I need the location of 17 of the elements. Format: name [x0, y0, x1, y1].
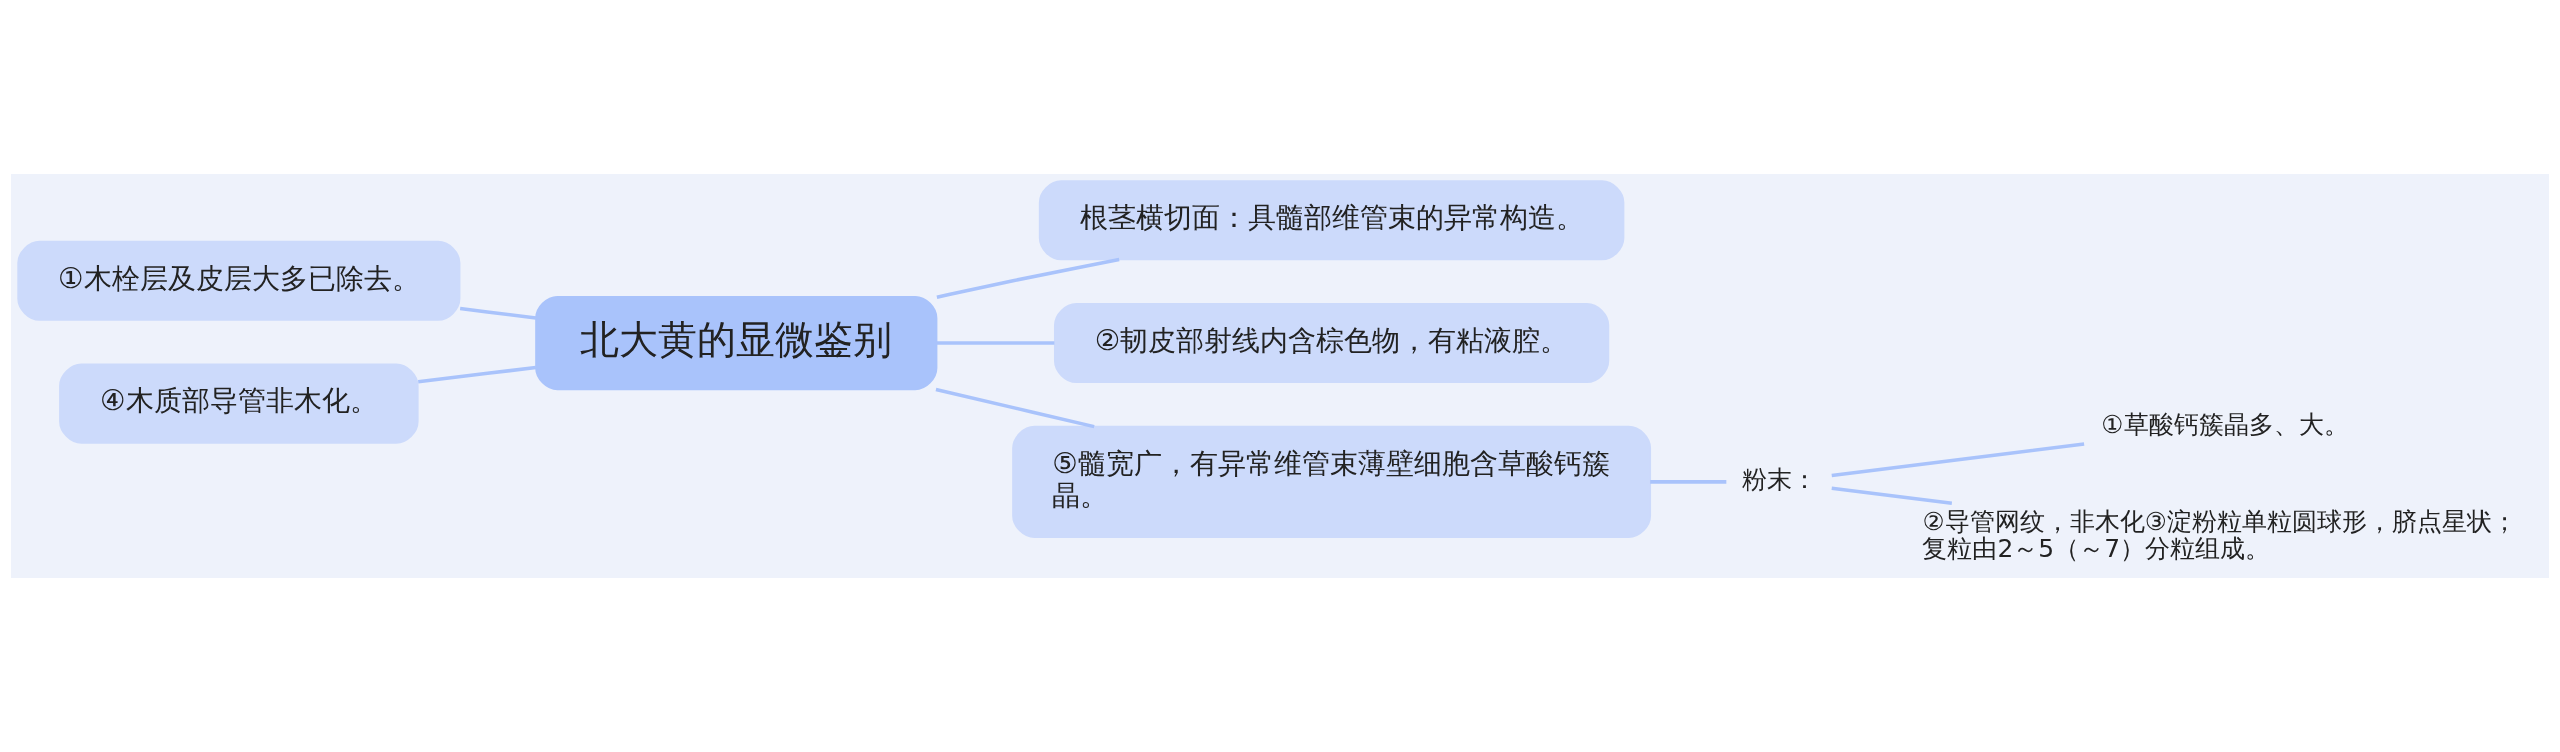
- connector: [1831, 442, 2085, 478]
- connector: [418, 365, 537, 384]
- node-text: 粉末：: [1741, 465, 1817, 495]
- connector: [936, 257, 1120, 299]
- node-text: ①草酸钙簇晶多、大。: [2101, 410, 2349, 440]
- node-box: 北大黄的显微鉴别: [535, 295, 938, 391]
- connector: [1831, 486, 1953, 505]
- node-box: ①木栓层及皮层大多已除去。: [17, 240, 461, 321]
- node-box: ⑤髓宽广，有异常维管束薄壁细胞含草酸钙簇晶。: [1012, 425, 1652, 538]
- connector: [1650, 480, 1727, 484]
- node-box: 根茎横切面：具髓部维管束的异常构造。: [1038, 180, 1625, 261]
- node-text: ②导管网纹，非木化③淀粉粒单粒圆球形，脐点星状；复粒由2～5（～7）分粒组成。: [1922, 507, 2518, 563]
- node-box: ②韧皮部射线内含棕色物，有粘液腔。: [1053, 303, 1610, 384]
- connector: [936, 341, 1055, 345]
- node-box: ④木质部导管非木化。: [59, 363, 419, 444]
- connector: [935, 387, 1095, 429]
- connector: [459, 306, 537, 320]
